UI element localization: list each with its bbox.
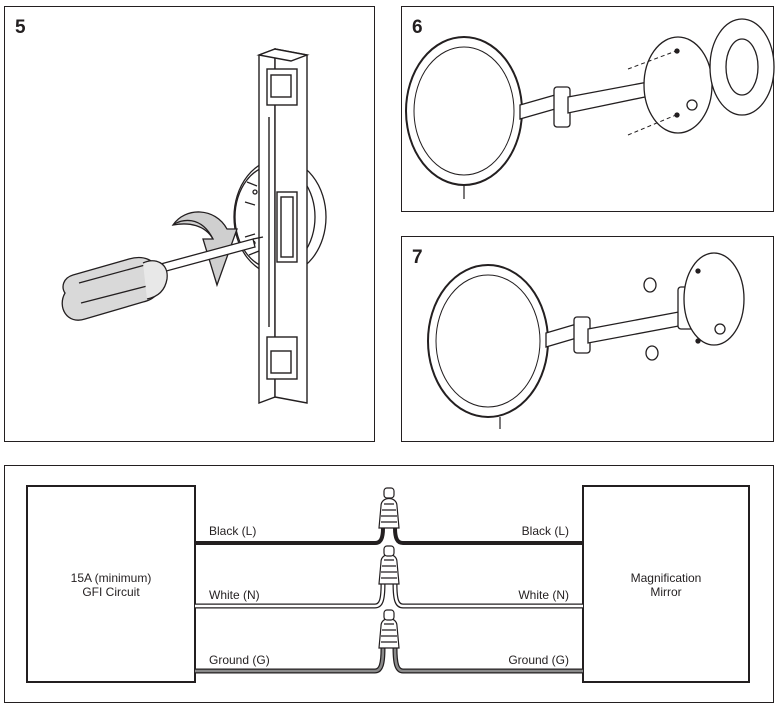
wall-plate-icon	[683, 252, 745, 346]
cover-caps-illustration	[427, 252, 745, 429]
mirror-box-label-line2: Mirror	[650, 585, 681, 599]
ground-wire-left-label: Ground (G)	[209, 653, 270, 667]
ground-wire	[195, 647, 583, 674]
white-wire	[195, 583, 583, 609]
step-6-panel: 6	[401, 6, 775, 212]
step-5-panel: 5	[4, 6, 375, 442]
step-number: 5	[15, 17, 26, 38]
swing-arm-icon	[545, 286, 695, 354]
wiring-diagram-panel: 15A (minimum) GFI Circuit Magnification …	[4, 465, 774, 703]
magnification-mirror-box	[582, 485, 750, 683]
black-wire	[195, 527, 583, 545]
wire-nut-icon	[378, 609, 400, 649]
screw-guide-lines	[627, 50, 677, 136]
wiring-diagram: 15A (minimum) GFI Circuit Magnification …	[26, 485, 750, 683]
mirror-icon	[405, 36, 523, 199]
mirror-icon	[427, 264, 549, 429]
cover-cap-icon	[643, 277, 659, 361]
white-wire-right-label: White (N)	[518, 588, 569, 602]
gfi-box-label-line1: 15A (minimum)	[71, 571, 152, 585]
wall-plate-icon	[643, 18, 775, 134]
step-number: 7	[412, 247, 423, 268]
step-7-panel: 7	[401, 236, 774, 442]
mirror-box-label-line1: Magnification	[631, 571, 702, 585]
wire-nut-icon	[378, 487, 400, 529]
mounting-bracket-icon	[256, 47, 310, 405]
ground-wire-right-label: Ground (G)	[508, 653, 569, 667]
mirror-attach-illustration	[405, 18, 775, 199]
black-wire-right-label: Black (L)	[522, 524, 569, 538]
wire-nut-icon	[378, 545, 400, 585]
gfi-circuit-box	[26, 485, 196, 683]
screwdriver-icon	[61, 236, 264, 321]
screwdriver-mounting-illustration	[61, 47, 327, 405]
rotation-arrow-icon	[171, 211, 238, 288]
gfi-box-label-line2: GFI Circuit	[82, 585, 140, 599]
step-number: 6	[412, 17, 423, 38]
black-wire-left-label: Black (L)	[209, 524, 256, 538]
white-wire-left-label: White (N)	[209, 588, 260, 602]
